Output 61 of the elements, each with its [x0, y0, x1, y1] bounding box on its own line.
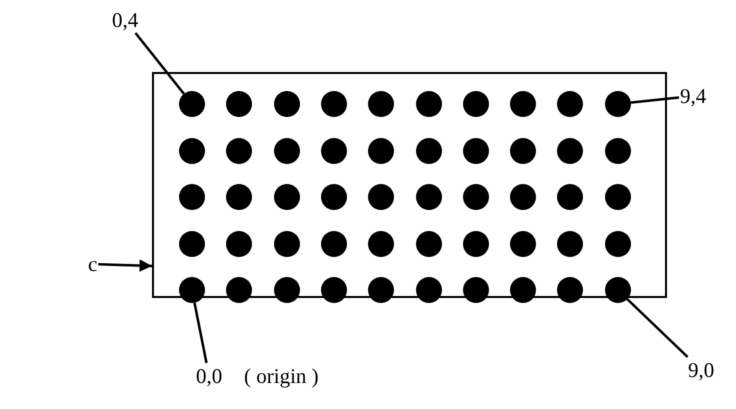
dot: [462, 138, 489, 164]
dot: [462, 91, 489, 117]
dot: [320, 230, 347, 256]
dot: [320, 91, 347, 117]
dot: [510, 138, 536, 164]
origin-note: ( origin ): [244, 364, 319, 388]
dot: [604, 91, 631, 117]
coordinate-label: 0,4: [112, 8, 138, 32]
coordinate-label: 9,4: [680, 84, 706, 108]
dot: [368, 230, 394, 256]
dot: [368, 184, 394, 210]
dot: [557, 184, 584, 210]
dot: [604, 184, 631, 210]
dot: [368, 91, 394, 117]
dot: [274, 184, 300, 210]
dot: [416, 184, 442, 210]
dot: [510, 230, 536, 256]
leader-line: [630, 96, 680, 104]
dot: [416, 230, 442, 256]
dot: [510, 91, 536, 117]
dot: [320, 184, 347, 210]
dot: [179, 138, 205, 164]
dot: [462, 230, 489, 256]
dot: [179, 277, 205, 303]
dot: [557, 91, 584, 117]
dot: [416, 91, 442, 117]
dot: [274, 138, 300, 164]
dot: [320, 277, 347, 303]
arrow: [98, 259, 152, 272]
dot: [557, 230, 584, 256]
dot: [179, 91, 205, 117]
dot: [320, 138, 347, 164]
dot: [226, 138, 252, 164]
dot: [274, 91, 300, 117]
dot: [274, 277, 300, 303]
dot: [604, 138, 631, 164]
dot: [557, 277, 584, 303]
dot: [226, 277, 252, 303]
dot: [557, 138, 584, 164]
dot: [510, 184, 536, 210]
dot: [368, 277, 394, 303]
leader-line: [134, 32, 185, 95]
coordinate-label: 0,0: [196, 364, 222, 388]
dot: [274, 230, 300, 256]
dot: [226, 230, 252, 256]
dot: [604, 230, 631, 256]
dot: [416, 277, 442, 303]
dot: [416, 138, 442, 164]
dot: [510, 277, 536, 303]
dot: [368, 138, 394, 164]
coordinate-label: 9,0: [688, 358, 714, 382]
dot: [462, 184, 489, 210]
dot: [179, 184, 205, 210]
leader-line: [193, 302, 208, 364]
dot: [226, 184, 252, 210]
dot: [179, 230, 205, 256]
coordinate-label: c: [88, 252, 98, 276]
leader-line: [626, 298, 688, 358]
dot: [604, 277, 631, 303]
dot: [462, 277, 489, 303]
dot: [226, 91, 252, 117]
